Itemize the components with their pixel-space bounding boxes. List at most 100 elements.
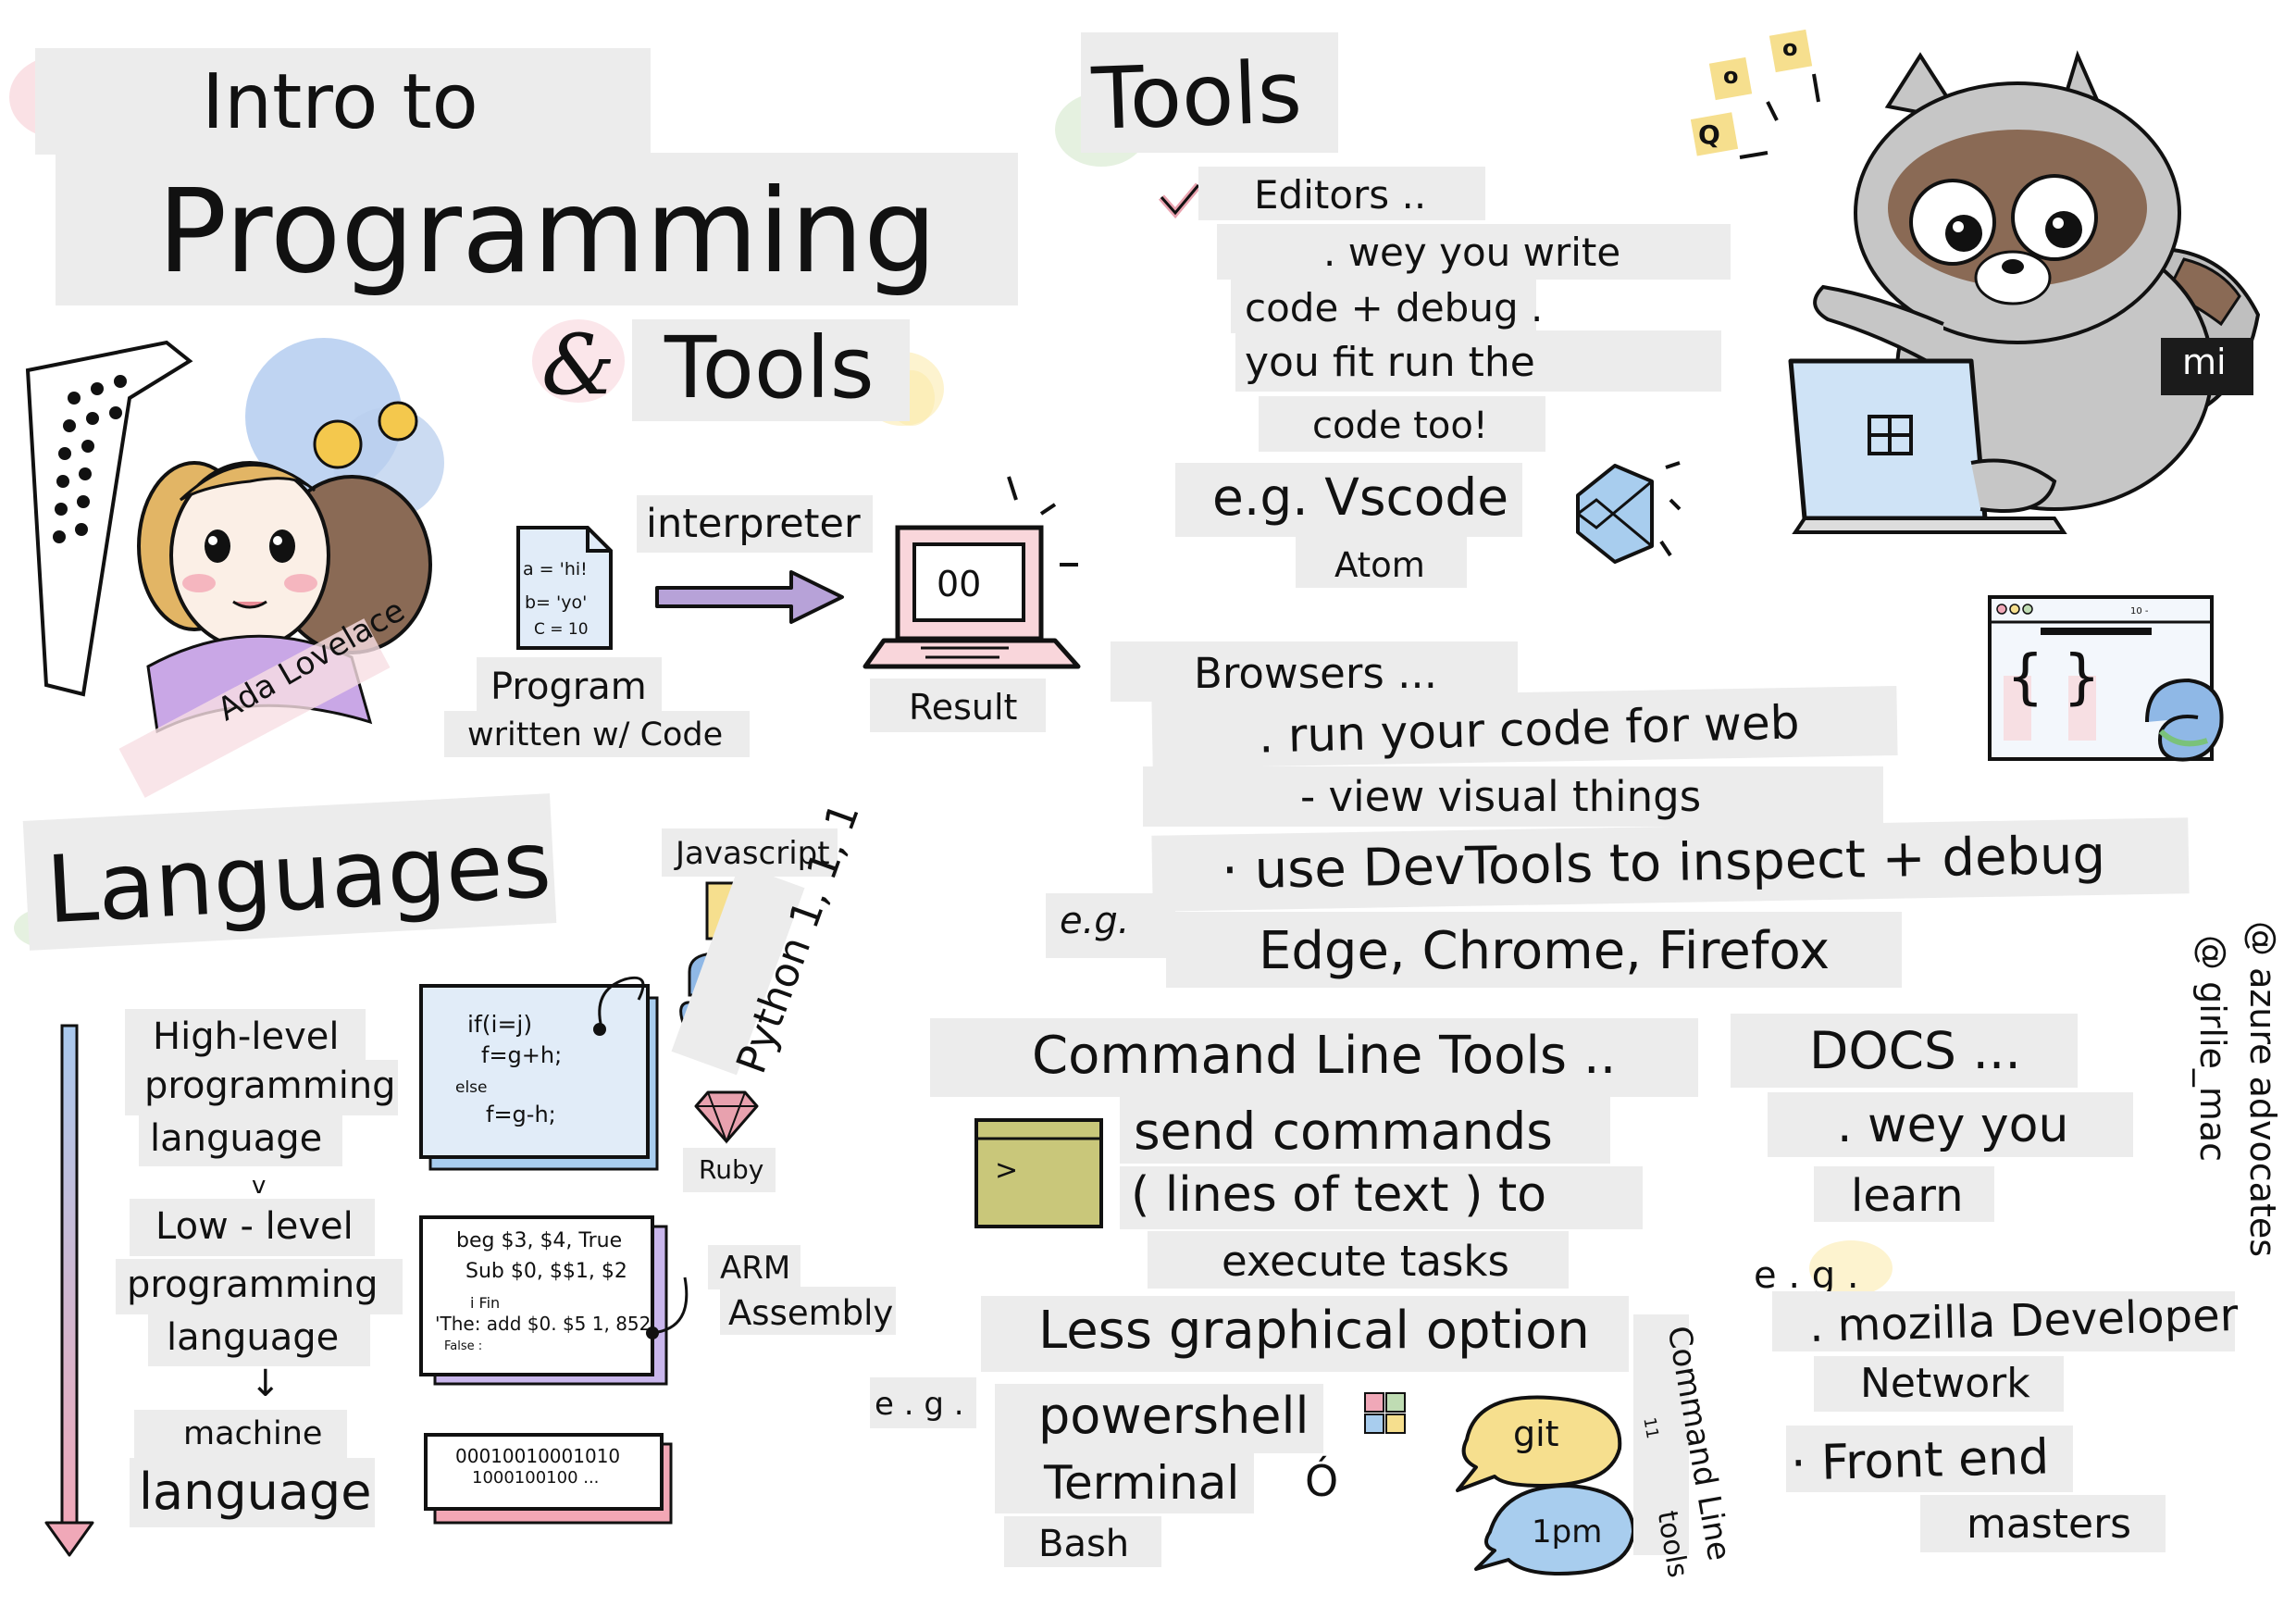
windows-logo-icon xyxy=(1364,1392,1406,1434)
binary-code-card xyxy=(424,1433,673,1525)
asm-code-line: beg $3, $4, True xyxy=(456,1229,623,1252)
editors-line: you fit run the xyxy=(1245,339,1535,386)
editors-example2: Atom xyxy=(1334,545,1425,585)
program-file-icon xyxy=(516,526,613,650)
git-speech-bubble-icon xyxy=(1456,1395,1635,1575)
docs-line: learn xyxy=(1851,1170,1964,1222)
languages-heading: Languages xyxy=(43,809,554,945)
editors-line: code too! xyxy=(1312,405,1488,447)
pink-blot xyxy=(532,319,625,403)
cli-example: powershell xyxy=(1038,1387,1309,1445)
title-ampersand: & xyxy=(541,317,616,414)
vscode-icon xyxy=(1576,461,1682,564)
docs-fem: masters xyxy=(1967,1501,2132,1548)
terminal-icon xyxy=(974,1118,1103,1228)
browsers-example: Edge, Chrome, Firefox xyxy=(1259,921,1831,981)
cli-line: ( lines of text ) to xyxy=(1131,1167,1547,1223)
browsers-line: . run your code for web xyxy=(1258,695,1801,764)
high-code-line: f=g-h; xyxy=(486,1102,556,1127)
ruby-label: Ruby xyxy=(699,1154,764,1185)
cli-heading: Command Line Tools .. xyxy=(1032,1026,1617,1086)
raccoon-mascot-illustration xyxy=(1690,29,2261,534)
interpreter-label: interpreter xyxy=(646,501,861,547)
arm-label: ARM xyxy=(720,1250,791,1287)
high-code-line: else xyxy=(455,1078,488,1097)
git-label: git xyxy=(1513,1414,1559,1454)
mascot-badge: mi xyxy=(2182,342,2227,382)
code-line: a = 'hi! xyxy=(523,559,588,579)
title-intro-to: Intro to xyxy=(202,58,478,146)
apple-logo-mark: Ó xyxy=(1305,1456,1339,1506)
credit-azure-advocates: @ azure advocates xyxy=(2242,921,2283,1258)
machine-label: machine xyxy=(183,1415,323,1452)
tools-heading: Tools xyxy=(1090,43,1304,149)
mascot-letter: o xyxy=(1782,35,1798,61)
asm-code-line: 'The: add $0. $5 1, 852 xyxy=(435,1313,652,1335)
cli-example: Terminal xyxy=(1044,1456,1240,1510)
high-level-label: High-level xyxy=(153,1015,340,1058)
assembly-code-card xyxy=(419,1215,689,1386)
high-code-line: f=g+h; xyxy=(481,1042,563,1068)
high-level-code-card xyxy=(419,976,659,1171)
asm-code-line: False : xyxy=(444,1339,483,1353)
program-label: Program xyxy=(490,666,647,708)
docs-heading: DOCS ... xyxy=(1809,1021,2021,1080)
binary-line: 1000100100 ... xyxy=(472,1468,600,1488)
browsers-eg: e.g. xyxy=(1060,900,1130,942)
terminal-prompt: > xyxy=(995,1154,1019,1187)
title-tools: Tools xyxy=(664,318,875,417)
editors-heading: Editors .. xyxy=(1254,172,1427,218)
browsers-line: - view visual things xyxy=(1300,772,1702,821)
credit-girlie-mac: @ girlie_mac xyxy=(2192,935,2233,1163)
browser-window-braces: { } xyxy=(2006,643,2101,712)
docs-mdn: Network xyxy=(1860,1360,2030,1407)
browsers-line: · use DevTools to inspect + debug xyxy=(1221,825,2106,902)
v-mark: v xyxy=(252,1172,267,1200)
screen-value: 00 xyxy=(937,564,982,604)
editors-example: e.g. Vscode xyxy=(1212,467,1509,527)
browser-window-text: 10 - xyxy=(2130,606,2149,616)
high-level-label: language xyxy=(150,1117,323,1160)
code-line: b= 'yo' xyxy=(525,592,588,613)
yellow-blot xyxy=(1809,1240,1893,1296)
ada-lovelace-illustration xyxy=(25,338,444,798)
result-label: Result xyxy=(909,687,1018,728)
low-level-label: language xyxy=(167,1316,340,1359)
ruby-gem-icon xyxy=(694,1090,759,1144)
down-arrow-mark: ↓ xyxy=(250,1363,281,1405)
docs-fem: · Front end xyxy=(1790,1429,2050,1492)
machine-label: language xyxy=(139,1463,372,1521)
cli-less-graphical: Less graphical option xyxy=(1038,1301,1590,1361)
high-level-label: programming xyxy=(144,1065,396,1107)
abstraction-gradient-arrow xyxy=(44,1024,94,1557)
asm-code-line: Sub $0, $$1, $2 xyxy=(465,1260,627,1283)
browser-window-icon xyxy=(1988,595,2224,762)
asm-code-line: i Fin xyxy=(470,1294,501,1312)
program-sub-label: written w/ Code xyxy=(467,716,724,753)
mascot-letter: Q xyxy=(1698,119,1720,150)
code-line: C = 10 xyxy=(534,620,589,639)
cli-eg: e . g . xyxy=(875,1386,964,1423)
docs-line: . wey you xyxy=(1837,1098,2069,1153)
javascript-label: Javascript xyxy=(676,835,830,872)
low-level-label: Low - level xyxy=(155,1205,354,1248)
high-code-line: if(i=j) xyxy=(467,1011,533,1038)
docs-eg: e . g . xyxy=(1754,1254,1859,1297)
title-programming: Programming xyxy=(157,165,937,299)
cli-small-mark: 11 xyxy=(1639,1415,1662,1440)
editors-line: . wey you write xyxy=(1323,230,1621,275)
interpreter-arrow xyxy=(655,570,844,624)
editors-line: code + debug . xyxy=(1245,285,1544,330)
binary-line: 00010010001010 xyxy=(455,1445,621,1467)
laptop-result-icon xyxy=(863,476,1081,669)
cli-line: send commands xyxy=(1134,1102,1553,1161)
browsers-heading: Browsers ... xyxy=(1194,649,1438,698)
cli-line: execute tasks xyxy=(1222,1237,1509,1286)
docs-mdn: . mozilla Developer xyxy=(1808,1289,2240,1353)
mascot-letter: o xyxy=(1723,63,1739,89)
arm-label: Assembly xyxy=(728,1293,894,1333)
cli-example: Bash xyxy=(1038,1523,1130,1565)
npm-label: 1pm xyxy=(1532,1513,1603,1551)
checkmark-icon xyxy=(1159,182,1202,219)
low-level-label: programming xyxy=(127,1264,379,1306)
